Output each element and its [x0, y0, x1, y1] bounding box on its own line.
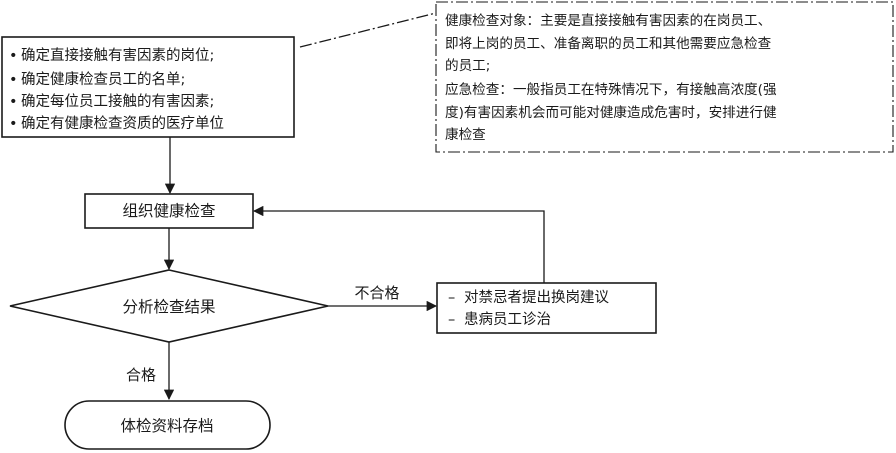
archive-terminal: 体检资料存档 — [64, 400, 271, 450]
note-line: 康检查 — [445, 126, 486, 143]
requirements-item: • 确定有健康检查资质的医疗单位 — [9, 115, 224, 132]
requirements-item: • 确定直接接触有害因素的岗位; — [9, 47, 214, 64]
bullet-glyph: • — [9, 48, 18, 64]
action-item-label: 患病员工诊治 — [464, 311, 551, 328]
note-leader-line — [299, 12, 437, 48]
dash-glyph: – — [448, 312, 455, 328]
decision-diamond: 分析检查结果 — [9, 269, 329, 343]
requirements-item-label: 确定有健康检查资质的医疗单位 — [21, 115, 224, 132]
note-line: 度)有害因素机会而可能对健康造成危害时，安排进行健 — [445, 104, 777, 121]
decision-label: 分析检查结果 — [122, 298, 215, 316]
requirements-item-label: 确定直接接触有害因素的岗位; — [21, 47, 214, 64]
note-line: 健康检查对象：主要是直接接触有害因素的在岗员工、 — [445, 12, 771, 29]
note-box: 健康检查对象：主要是直接接触有害因素的在岗员工、 即将上岗的员工、准备离职的员工… — [435, 1, 894, 153]
action-item: – 患病员工诊治 — [448, 311, 551, 328]
note-line: 即将上岗的员工、准备离职的员工和其他需要应急检查 — [445, 35, 772, 52]
organize-box: 组织健康检查 — [84, 193, 254, 229]
pass-label: 合格 — [126, 366, 156, 384]
requirements-item: • 确定每位员工接触的有害因素; — [9, 93, 214, 110]
requirements-item-label: 确定健康检查员工的名单; — [21, 71, 185, 88]
fail-label: 不合格 — [354, 284, 399, 302]
organize-box-label: 组织健康检查 — [122, 202, 215, 220]
action-box: – 对禁忌者提出换岗建议 – 患病员工诊治 — [436, 282, 657, 334]
bullet-glyph: • — [9, 116, 18, 132]
bullet-glyph: • — [9, 94, 18, 110]
note-line: 的员工; — [445, 58, 490, 74]
action-item-label: 对禁忌者提出换岗建议 — [464, 289, 609, 306]
requirements-box: • 确定直接接触有害因素的岗位; • 确定健康检查员工的名单; • 确定每位员工… — [1, 36, 295, 138]
requirements-item-label: 确定每位员工接触的有害因素; — [21, 93, 214, 110]
dash-glyph: – — [448, 290, 455, 306]
action-item: – 对禁忌者提出换岗建议 — [448, 289, 609, 306]
requirements-item: • 确定健康检查员工的名单; — [9, 71, 185, 88]
bullet-glyph: • — [9, 72, 18, 88]
note-line: 应急检查：一般指员工在特殊情况下，有接触高浓度(强 — [445, 81, 777, 98]
archive-label: 体检资料存档 — [120, 417, 213, 435]
arrow-action-to-organize — [252, 205, 545, 283]
